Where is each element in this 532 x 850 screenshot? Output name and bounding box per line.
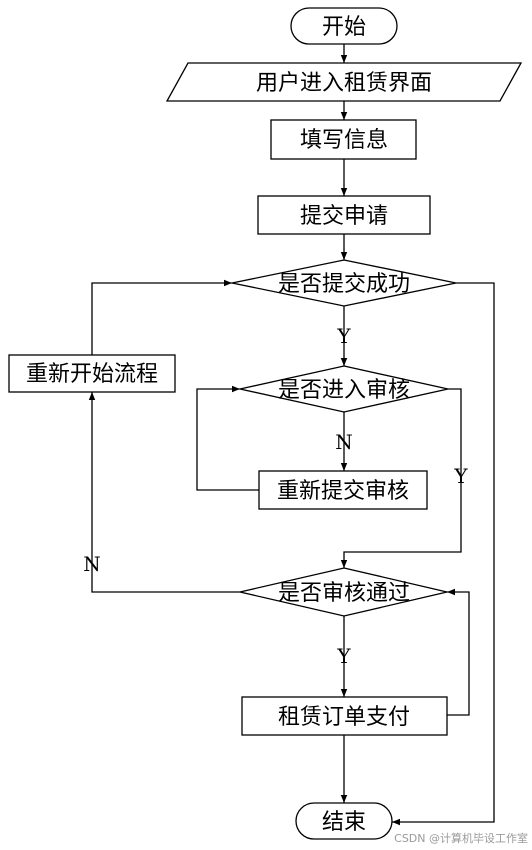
node-check-review: 是否进入审核 xyxy=(239,365,449,413)
node-fill-info-label: 填写信息 xyxy=(300,128,388,153)
edge-label-check-submit-yes: Y xyxy=(336,324,351,348)
process-shape xyxy=(8,354,176,393)
node-fill-info: 填写信息 xyxy=(270,119,417,160)
node-resubmit: 重新提交审核 xyxy=(258,470,428,510)
node-pay: 租赁订单支付 xyxy=(241,696,448,736)
node-pay-label: 租赁订单支付 xyxy=(278,705,410,730)
node-restart-label: 重新开始流程 xyxy=(26,362,158,387)
edge-label-check-pass-no: N xyxy=(83,552,101,576)
node-restart: 重新开始流程 xyxy=(8,354,176,393)
node-submit-label: 提交申请 xyxy=(300,204,388,229)
edge-label-check-review-no: N xyxy=(335,430,353,454)
process-shape xyxy=(241,696,448,736)
io-shape xyxy=(165,62,523,102)
node-end: 结束 xyxy=(295,802,393,840)
edge-label-check-review-yes: Y xyxy=(453,464,468,488)
node-check-review-label: 是否进入审核 xyxy=(278,378,410,403)
connectors xyxy=(88,44,495,826)
arrow-resubmit-to-check-review xyxy=(196,385,259,491)
decision-shape xyxy=(231,259,457,307)
process-shape xyxy=(257,195,431,235)
arrow-check-review-yes xyxy=(340,388,462,568)
arrow-check-submit-to-end xyxy=(392,282,495,826)
watermark-text: CSDN @计算机毕设工作室 xyxy=(394,831,528,845)
node-user-enter: 用户进入租赁界面 xyxy=(165,62,523,102)
terminator-shape xyxy=(290,7,398,45)
node-start: 开始 xyxy=(290,7,398,45)
node-user-enter-label: 用户进入租赁界面 xyxy=(256,71,432,96)
node-check-pass: 是否审核通过 xyxy=(239,567,448,617)
node-check-submit: 是否提交成功 xyxy=(231,259,457,307)
decision-shape xyxy=(239,365,449,413)
process-shape xyxy=(258,470,428,510)
node-start-label: 开始 xyxy=(322,15,366,40)
arrow-pay-to-check-pass xyxy=(447,588,470,716)
edge-label-check-pass-yes: Y xyxy=(336,644,351,668)
arrow-restart-to-check-submit xyxy=(91,279,232,355)
process-shape xyxy=(270,119,417,160)
node-end-label: 结束 xyxy=(322,810,366,835)
decision-shape xyxy=(239,567,448,617)
node-check-pass-label: 是否审核通过 xyxy=(278,581,410,606)
node-check-submit-label: 是否提交成功 xyxy=(278,272,410,297)
node-submit: 提交申请 xyxy=(257,195,431,235)
arrow-check-pass-no xyxy=(88,392,240,593)
node-resubmit-label: 重新提交审核 xyxy=(277,479,409,504)
terminator-shape xyxy=(295,802,393,840)
